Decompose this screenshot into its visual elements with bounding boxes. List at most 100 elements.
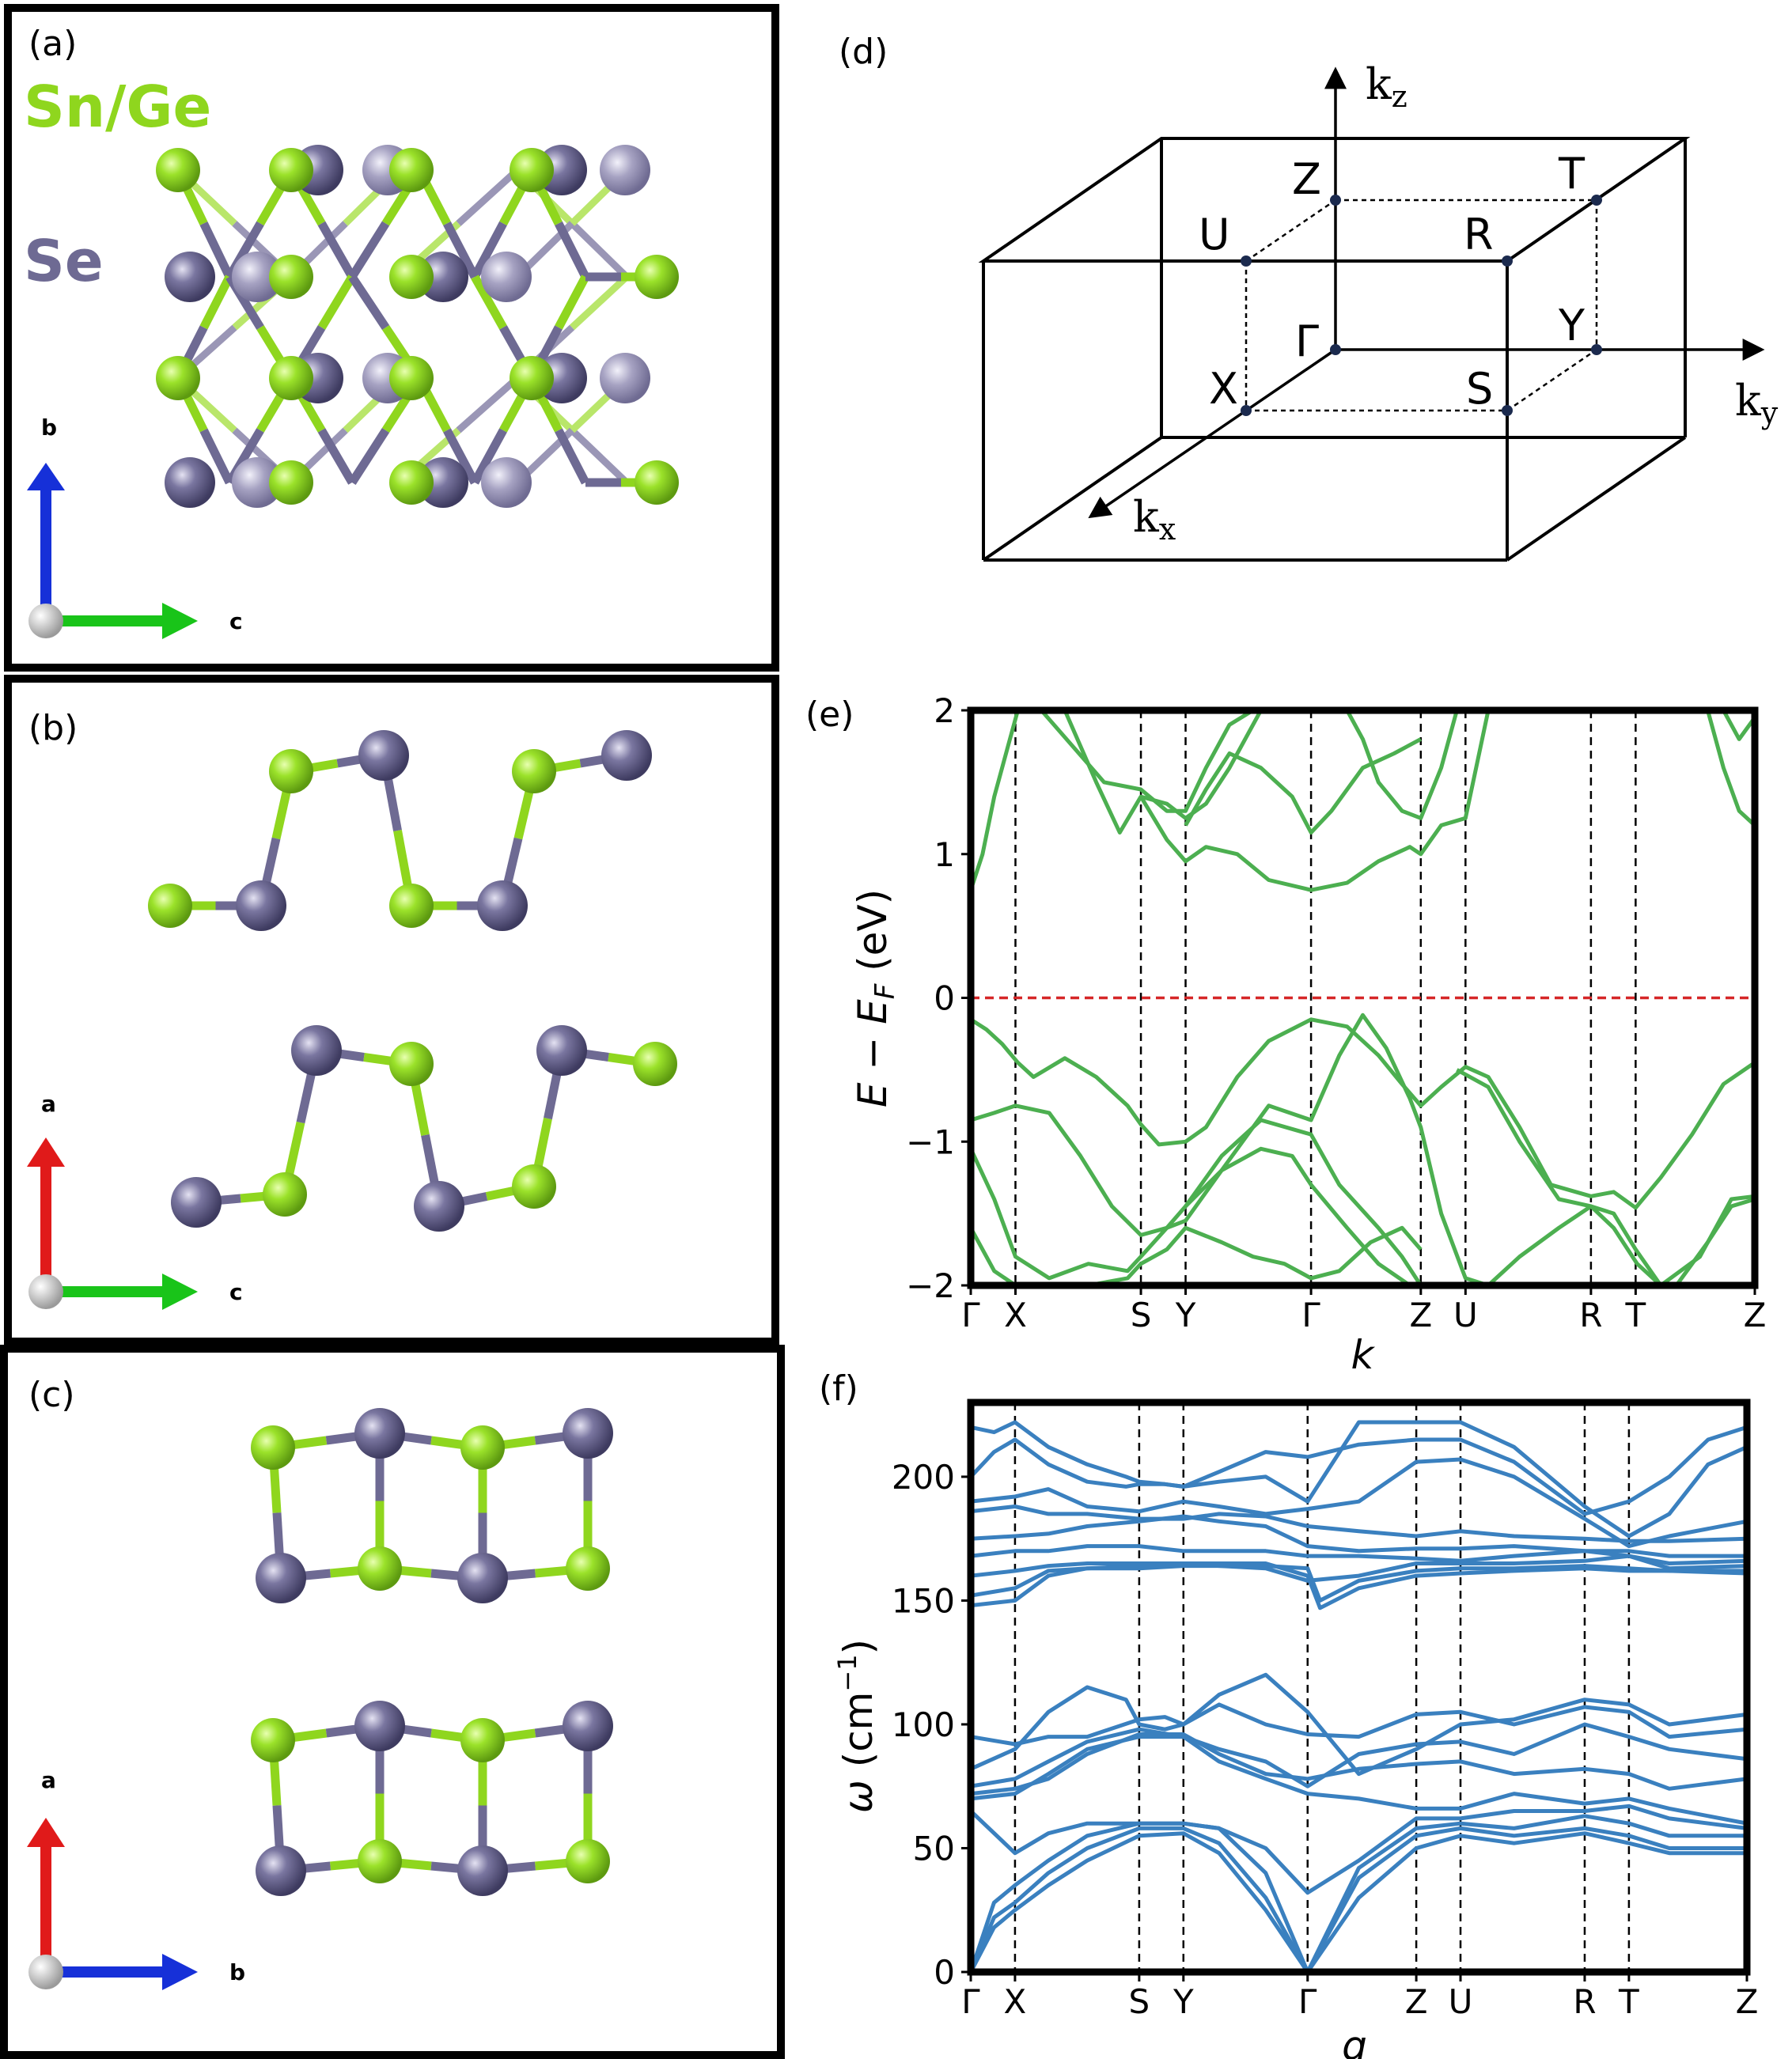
sn-atom xyxy=(389,884,434,928)
sn-atom xyxy=(269,749,313,793)
xtick-label: S xyxy=(1131,1296,1152,1334)
sn-atom xyxy=(635,255,679,299)
panel-c: (c) a b xyxy=(0,1345,785,2059)
k-axis-labels: kz ky kx xyxy=(1133,59,1779,547)
series-line-17 xyxy=(971,1831,1747,1972)
ytick-label: 150 xyxy=(892,1581,955,1620)
point-z xyxy=(1330,195,1341,206)
xtick-label: T xyxy=(1625,1296,1646,1334)
bond xyxy=(199,221,233,279)
se-atom xyxy=(256,1553,306,1603)
sn-atom xyxy=(269,460,313,505)
axis-label-up-a: b xyxy=(41,414,57,441)
se-atom xyxy=(600,353,650,403)
bond xyxy=(348,221,390,279)
sn-atom xyxy=(512,1164,556,1209)
sn-atom xyxy=(510,356,554,400)
series-line-5 xyxy=(971,1544,1747,1571)
sn-atom xyxy=(389,1042,434,1086)
legend-se: Se xyxy=(24,228,104,294)
series-line-8 xyxy=(1063,710,1263,835)
bond xyxy=(317,274,356,330)
sn-atom xyxy=(389,255,434,299)
sn-atom xyxy=(635,460,679,505)
bond xyxy=(471,428,507,485)
panel-d-label: (d) xyxy=(839,32,888,72)
label-t: T xyxy=(1558,149,1586,199)
label-r: R xyxy=(1464,210,1494,259)
band-xlabel: k xyxy=(1351,1332,1376,1378)
high-symmetry-points xyxy=(1241,195,1602,416)
series-line-11 xyxy=(1184,737,1422,835)
series-line-5 xyxy=(1456,1068,1662,1285)
k-axes xyxy=(1088,66,1765,519)
se-atom xyxy=(256,1845,306,1896)
panel-c-label: (c) xyxy=(28,1375,75,1415)
se-atom xyxy=(600,145,650,195)
bond xyxy=(471,221,507,279)
ytick-label: 100 xyxy=(892,1705,955,1744)
sn-atom xyxy=(269,255,313,299)
sn-atom xyxy=(566,1546,610,1591)
series-line-2 xyxy=(971,1457,1747,1549)
bond xyxy=(456,375,520,433)
sn-atom xyxy=(389,356,434,400)
axis-triad-c: a b xyxy=(27,1767,245,1990)
label-z: Z xyxy=(1292,154,1321,204)
series-line-7 xyxy=(971,710,1020,891)
axis-label-right-a: c xyxy=(229,608,243,634)
se-atom xyxy=(354,1701,405,1751)
xtick-label: U xyxy=(1453,1296,1478,1334)
legend-sn-ge: Sn/Ge xyxy=(24,74,211,140)
series-line-14 xyxy=(971,1804,1747,1895)
sn-atom xyxy=(251,1425,295,1470)
xtick-label: Γ xyxy=(1298,1982,1317,2021)
se-atom xyxy=(354,1408,405,1459)
bond xyxy=(555,221,589,279)
xtick-label: S xyxy=(1129,1982,1150,2021)
point-r xyxy=(1502,255,1513,267)
ytick-label: 50 xyxy=(913,1829,955,1868)
point-labels: Z T U R Γ Y X S xyxy=(1199,149,1586,414)
sn-atom xyxy=(510,148,554,192)
sn-atom xyxy=(633,1042,677,1086)
series-line-13 xyxy=(971,1735,1747,1826)
bond xyxy=(471,274,507,330)
axis-label-up-b: a xyxy=(41,1091,56,1117)
xtick-label: Z xyxy=(1736,1982,1759,2021)
sn-atom xyxy=(389,460,434,505)
series-line-9 xyxy=(971,1672,1747,1777)
axis-label-right-b: c xyxy=(229,1279,243,1305)
se-atom xyxy=(171,1177,222,1228)
se-atom xyxy=(165,252,215,302)
sn-atom xyxy=(512,749,556,793)
xtick-label: Z xyxy=(1409,1296,1432,1334)
se-atom xyxy=(165,457,215,508)
xtick-label: X xyxy=(1004,1296,1027,1334)
bond xyxy=(555,274,589,330)
xtick-label: Γ xyxy=(1301,1296,1320,1334)
ytick-label: 0 xyxy=(934,1953,955,1992)
series-line-3 xyxy=(971,1225,1423,1285)
point-u xyxy=(1241,255,1252,267)
series-line-13 xyxy=(1706,710,1755,827)
xtick-label: R xyxy=(1573,1982,1596,2021)
xtick-label: Z xyxy=(1405,1982,1428,2021)
ytick-label: 0 xyxy=(934,979,955,1018)
se-atom xyxy=(414,1181,464,1232)
se-atom xyxy=(232,457,282,508)
series-line-0 xyxy=(971,1017,1755,1210)
series-line-10 xyxy=(1138,710,1491,892)
xtick-label: Γ xyxy=(961,1296,980,1334)
point-gamma xyxy=(1330,344,1341,355)
axis-label-up-c: a xyxy=(41,1767,56,1793)
bond xyxy=(555,428,589,485)
series-line-9 xyxy=(1040,710,1255,813)
label-y: Y xyxy=(1558,301,1586,350)
bond xyxy=(199,274,233,330)
bond xyxy=(348,428,390,485)
ytick-label: 2 xyxy=(934,691,955,730)
series-line-12 xyxy=(1345,710,1459,820)
